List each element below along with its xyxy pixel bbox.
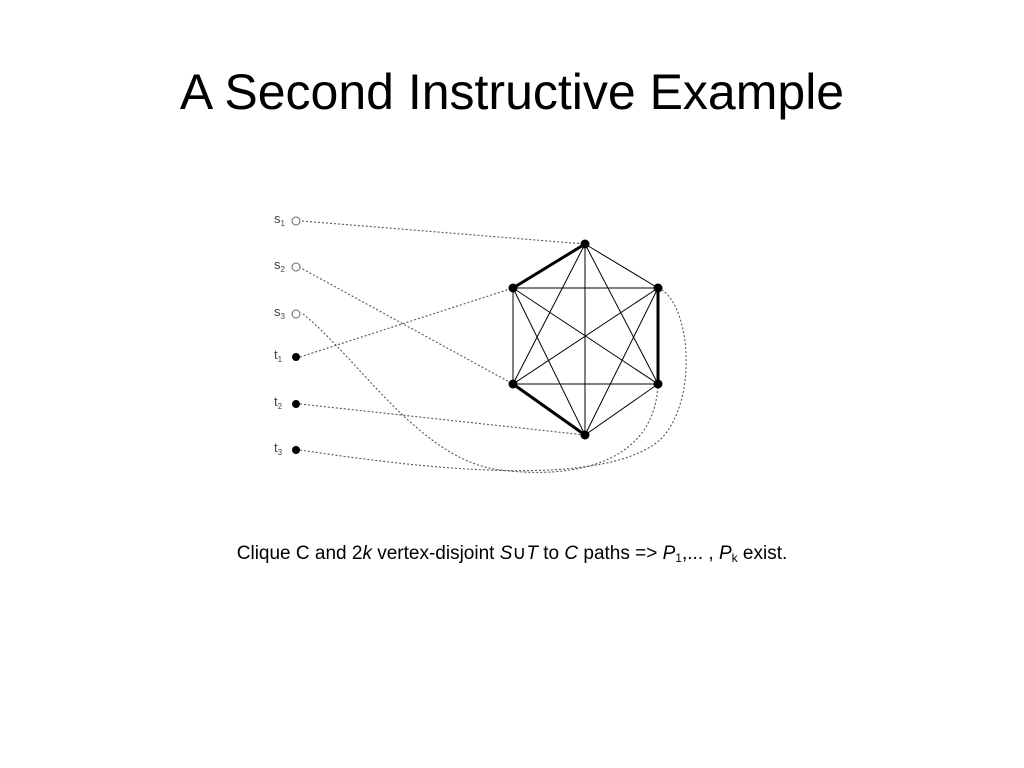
terminal-label: s2 [274,257,286,274]
clique-edges [512,243,659,436]
terminal-label-index: 2 [278,402,283,411]
clique-edge [584,287,659,436]
terminal-t1: t1 [274,347,300,364]
dotted-path [298,266,514,385]
dotted-path [299,403,586,436]
caption-var-p: P [718,543,732,564]
sink-vertex [292,446,300,454]
terminal-s3: s3 [274,304,301,321]
caption-var-t: T [526,543,538,564]
figure-caption: Clique C and 2k vertex-disjoint S∪T to C… [0,541,1024,568]
caption-var-c: C [564,543,579,564]
caption-subscript: 1 [675,551,682,565]
slide-title: A Second Instructive Example [179,64,845,120]
terminal-label-index: 3 [281,312,286,321]
caption-text: exist. [737,543,788,564]
clique-vertex [508,379,518,389]
source-vertex [291,309,301,319]
caption-text: to [537,543,565,564]
clique-edge [512,243,586,385]
terminal-s1: s1 [274,211,301,228]
caption-var-k: k [362,543,372,564]
dotted-path [302,313,659,473]
matched-clique-edges [512,242,660,437]
clique-vertex [508,283,518,293]
caption-text: ,... , [681,543,719,564]
caption-var-p: P [662,543,676,564]
terminal-label: s3 [274,304,286,321]
terminal-vertices: s1 s2 s3 t1 t2 t3 [274,211,301,457]
terminal-label-index: 3 [278,448,283,457]
dotted-path [299,287,514,358]
clique-edge [584,243,659,289]
matched-edge [512,382,586,437]
terminal-label-index: 2 [281,265,286,274]
sink-vertex [292,353,300,361]
caption-subscript-k: k [731,551,738,565]
terminal-t3: t3 [274,440,300,457]
clique-edge [512,287,586,436]
clique-vertices [508,239,663,440]
disjoint-paths [298,220,687,473]
terminal-label-index: 1 [281,219,286,228]
clique-vertex [580,430,590,440]
source-vertex [291,262,301,272]
dotted-path [299,287,687,472]
clique-edge [584,383,659,436]
terminal-label: t2 [274,394,283,411]
clique-vertex [580,239,590,249]
terminal-t2: t2 [274,394,300,411]
terminal-s2: s2 [274,257,301,274]
clique-edge [512,287,659,385]
terminal-label: t3 [274,440,283,457]
caption-text: Clique C and 2 [236,543,363,564]
caption-text: vertex-disjoint [371,543,500,564]
clique-vertex [653,283,663,293]
clique-vertex [653,379,663,389]
clique-path-diagram: s1 s2 s3 t1 t2 t3 [274,211,687,473]
source-vertex [291,216,301,226]
clique-edge [584,243,659,385]
terminal-label: s1 [274,211,286,228]
caption-var-s: S [499,543,513,564]
terminal-label-index: 1 [278,355,283,364]
dotted-path [301,220,586,245]
caption-text: paths => [578,543,663,564]
terminal-label: t1 [274,347,283,364]
matched-edge [512,242,586,290]
sink-vertex [292,400,300,408]
caption-union-symbol: ∪ [512,543,527,564]
